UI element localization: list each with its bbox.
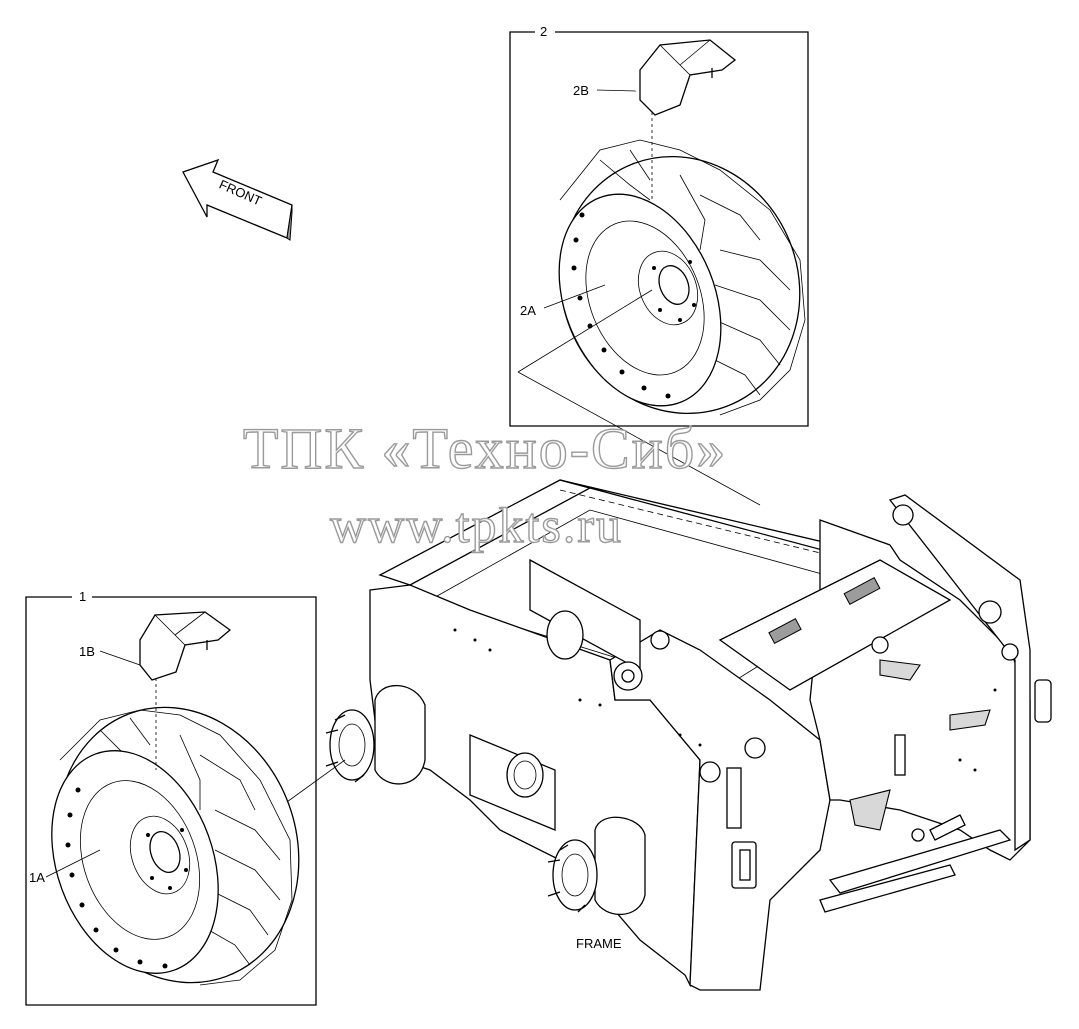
callout-1a: 1A — [29, 870, 45, 885]
watermark-company: ТПК «Техно-Сиб» — [243, 416, 727, 481]
callout-group-1: 1 — [79, 589, 86, 604]
group2-bracket-frame — [509, 31, 809, 427]
callout-1b: 1B — [79, 644, 95, 659]
tire-1 — [51, 706, 300, 986]
frame-assembly — [325, 479, 1052, 991]
callout-2b: 2B — [573, 83, 589, 98]
wheel-group-2 — [509, 31, 809, 427]
front-direction-arrow: FRONT — [182, 158, 293, 241]
counterweight-2b — [639, 39, 737, 200]
group2-frame-leader — [517, 371, 761, 506]
counterweight-1b — [139, 611, 232, 770]
frame-label: FRAME — [576, 936, 622, 951]
callout-2a: 2A — [520, 303, 536, 318]
tire-2 — [558, 139, 806, 416]
callout-group-2: 2 — [540, 24, 547, 39]
wheel-group-1 — [25, 596, 317, 1006]
group1-bracket-frame — [25, 596, 317, 1006]
watermark-url: www.tpkts.ru — [330, 497, 623, 553]
